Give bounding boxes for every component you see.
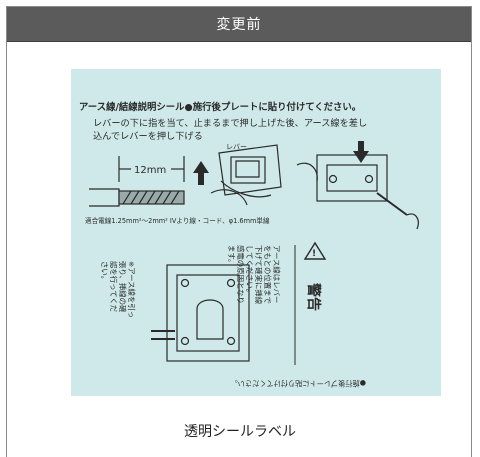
- warning-col-5: 感電の原因となり: [236, 245, 245, 304]
- dimension-label: 12mm: [134, 165, 166, 176]
- bottom-upside-note: ●施行後プレートに貼り付けてください。: [231, 379, 366, 388]
- note-col-1: ※アース線を引っ: [127, 261, 136, 318]
- warning-col-2: をもとの位置まで: [263, 245, 272, 304]
- note-col-4: さい。: [100, 261, 109, 283]
- warning-title: 警告: [305, 283, 322, 311]
- warning-title-block: ! 警告: [294, 241, 327, 365]
- note-col-2: 張り、挿線の確: [118, 261, 127, 313]
- lever-label: レバー: [226, 143, 247, 151]
- warning-col-3: 下げて確実に挿線: [254, 245, 263, 305]
- panel-header: 変更前: [7, 7, 471, 42]
- terminal-lever-up-diagram: [210, 144, 282, 206]
- wire-spec: 適合電線1.25mm²～2mm² IVより線・コード、φ1.6mm単線: [85, 216, 270, 225]
- panel-title: 変更前: [216, 17, 262, 33]
- note-col-3: 認を行ってくだ: [109, 261, 118, 313]
- warning-triangle-icon: [303, 241, 327, 260]
- label-instruction-1: レバーの下に指を当て、止まるまで押し上げた後、アース線を差し: [93, 117, 367, 129]
- image-caption: 透明シールラベル: [184, 424, 296, 440]
- label-instruction-2: 込んでレバーを押し下げる: [93, 130, 203, 142]
- terminal-lever-down-diagram: [296, 154, 419, 230]
- warning-col-4: してください。: [245, 245, 254, 296]
- sticker-label-image: アース線/結線説明シール●施行後プレートに貼り付けてください。 レバーの下に指を…: [71, 69, 441, 396]
- warning-exclamation-icon: !: [312, 249, 316, 259]
- comparison-panel: 変更前 アース線/結線説明シール●施行後プレートに貼り付けてください。 レバーの…: [6, 6, 472, 457]
- label-title: アース線/結線説明シール●施行後プレートに貼り付けてください。: [79, 101, 361, 113]
- arrow-down-icon: [353, 141, 369, 163]
- warning-col-6: ます。: [227, 245, 236, 266]
- wire-dimension-diagram: [89, 156, 185, 207]
- plate-diagram: [151, 264, 250, 362]
- warning-col-1: アース線はレバー: [272, 245, 281, 303]
- arrow-up-icon: [193, 161, 209, 185]
- label-illustration: アース線/結線説明シール●施行後プレートに貼り付けてください。 レバーの下に指を…: [79, 101, 419, 388]
